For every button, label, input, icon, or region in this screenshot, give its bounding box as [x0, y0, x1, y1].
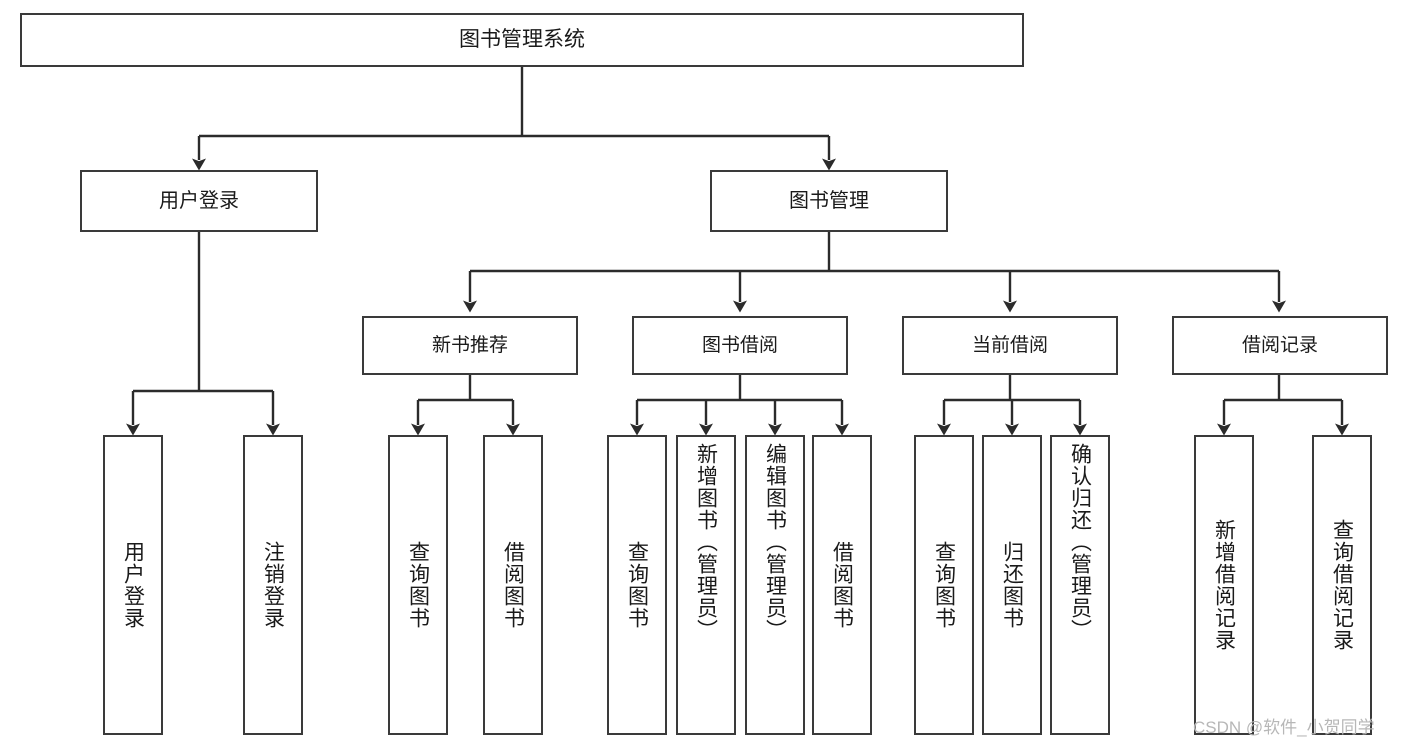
node-leaf-return-book[interactable]: 归还图书	[982, 435, 1042, 735]
node-borrow-record-label: 借阅记录	[1241, 334, 1318, 356]
node-leaf-borrow-book-2-label: 借阅图书	[830, 541, 854, 629]
node-leaf-add-book[interactable]: 新增图书（管理员）	[676, 435, 736, 735]
node-leaf-query-book-1[interactable]: 查询图书	[388, 435, 448, 735]
node-leaf-return-book-label: 归还图书	[1000, 541, 1024, 629]
node-leaf-query-book-2[interactable]: 查询图书	[607, 435, 667, 735]
node-book-manage-label: 图书管理	[789, 189, 869, 212]
node-new-book-recommend[interactable]: 新书推荐	[362, 316, 578, 375]
node-current-borrow-label: 当前借阅	[971, 334, 1048, 356]
node-root[interactable]: 图书管理系统	[20, 13, 1024, 67]
node-leaf-query-record[interactable]: 查询借阅记录	[1312, 435, 1372, 735]
node-leaf-confirm-return-label: 确认归还（管理员）	[1068, 443, 1092, 641]
node-current-borrow[interactable]: 当前借阅	[902, 316, 1118, 375]
node-leaf-query-record-label: 查询借阅记录	[1330, 519, 1354, 651]
node-leaf-user-login[interactable]: 用户登录	[103, 435, 163, 735]
node-leaf-edit-book[interactable]: 编辑图书（管理员）	[745, 435, 805, 735]
node-user-login-label: 用户登录	[159, 189, 239, 212]
node-borrow-record[interactable]: 借阅记录	[1172, 316, 1388, 375]
node-user-login[interactable]: 用户登录	[80, 170, 318, 232]
csdn-watermark: CSDN @软件_小贺同学	[1193, 718, 1375, 737]
node-leaf-query-book-3[interactable]: 查询图书	[914, 435, 974, 735]
node-leaf-add-record[interactable]: 新增借阅记录	[1194, 435, 1254, 735]
node-book-manage[interactable]: 图书管理	[710, 170, 948, 232]
node-leaf-query-book-1-label: 查询图书	[406, 541, 430, 629]
node-leaf-add-book-label: 新增图书（管理员）	[694, 443, 718, 641]
node-book-borrow[interactable]: 图书借阅	[632, 316, 848, 375]
node-leaf-borrow-book-2[interactable]: 借阅图书	[812, 435, 872, 735]
node-new-book-recommend-label: 新书推荐	[431, 334, 508, 356]
node-root-label: 图书管理系统	[459, 27, 585, 51]
node-leaf-confirm-return[interactable]: 确认归还（管理员）	[1050, 435, 1110, 735]
node-leaf-borrow-book-1-label: 借阅图书	[501, 541, 525, 629]
node-leaf-query-book-2-label: 查询图书	[625, 541, 649, 629]
node-leaf-borrow-book-1[interactable]: 借阅图书	[483, 435, 543, 735]
node-leaf-user-login-label: 用户登录	[121, 541, 145, 629]
node-leaf-user-logout[interactable]: 注销登录	[243, 435, 303, 735]
node-book-borrow-label: 图书借阅	[701, 334, 778, 356]
node-leaf-query-book-3-label: 查询图书	[932, 541, 956, 629]
node-leaf-user-logout-label: 注销登录	[261, 541, 285, 629]
node-leaf-edit-book-label: 编辑图书（管理员）	[763, 443, 787, 641]
node-leaf-add-record-label: 新增借阅记录	[1212, 519, 1236, 651]
